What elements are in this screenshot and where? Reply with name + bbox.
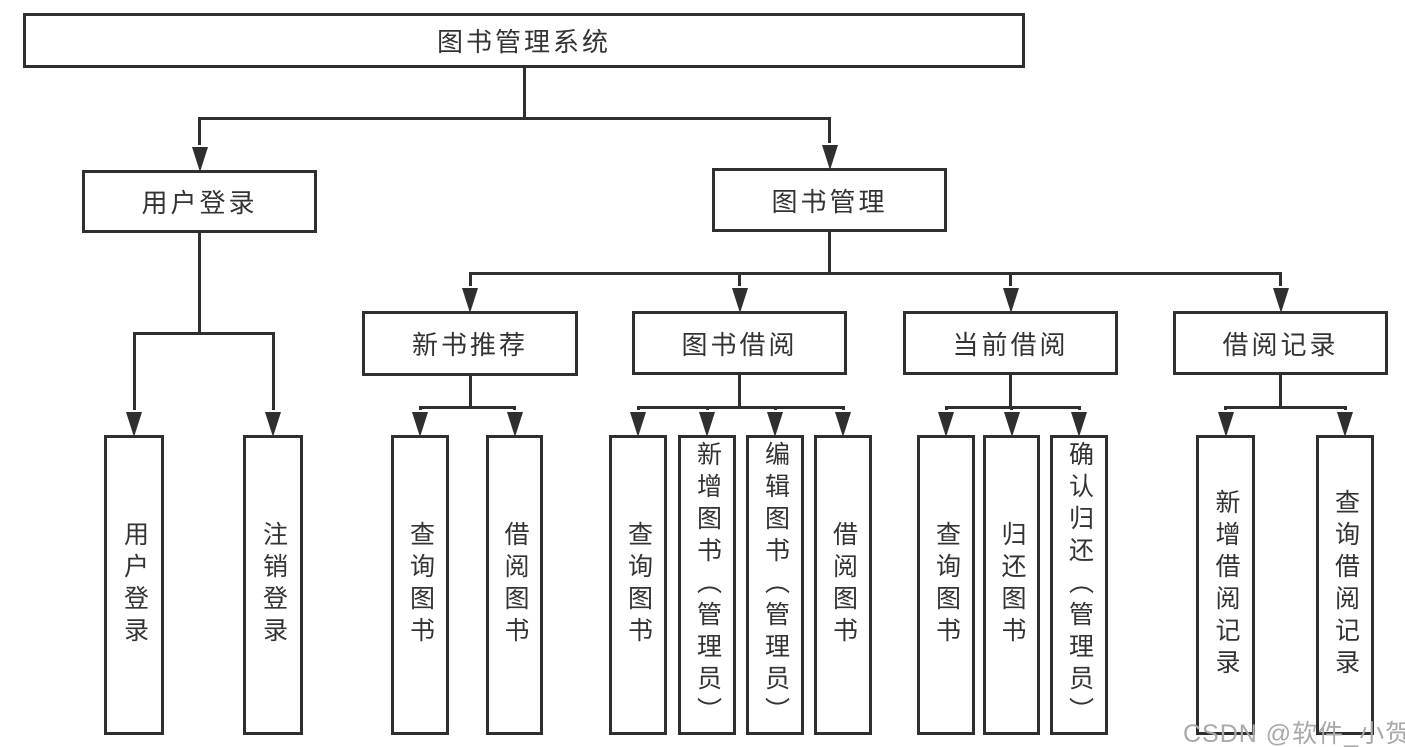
node-query-borrow-record: 查询借阅记录 [1316,435,1374,735]
connector-drop [418,407,422,410]
node-label: 图书借阅 [681,329,798,360]
node-edit-books: 编辑图书（管理员） [746,435,804,735]
arrowhead-down-icon [191,147,208,172]
node-login: 用户登录 [104,435,164,735]
connector-drop [944,407,948,410]
connector-drop [738,273,741,286]
node-borrow-books-2: 借阅图书 [814,435,872,735]
node-query-books-1: 查询图书 [391,435,449,735]
arrowhead-down-icon [731,288,748,313]
connector-drop [1077,407,1081,410]
connector-rail [636,405,845,409]
arrowhead-down-icon [835,412,851,437]
arrowhead-down-icon [1337,412,1353,437]
node-system: 图书管理系统 [23,13,1025,68]
connector-drop [271,333,275,410]
node-confirm-return: 确认归还（管理员） [1050,435,1108,735]
connector-stem [468,376,472,407]
connector-drop [1010,407,1013,410]
node-add-borrow-record: 新增借阅记录 [1196,435,1255,735]
node-label: 查询图书 [624,521,653,649]
connector-drop [705,407,709,410]
connector-drop [636,407,640,410]
arrowhead-down-icon [126,412,142,437]
node-label: 新增借阅记录 [1212,489,1240,681]
connector-drop [773,407,777,410]
connector-drop [468,273,472,286]
arrowhead-down-icon [938,412,954,437]
arrowhead-down-icon [821,145,838,170]
connector-rail [468,271,1282,275]
node-label: 归还图书 [998,521,1026,649]
node-label: 查询图书 [406,521,435,649]
node-user-login-group: 用户登录 [82,170,317,233]
node-label: 注销登录 [259,521,288,649]
node-label: 查询借阅记录 [1331,489,1360,681]
node-query-books-2: 查询图书 [609,435,667,735]
arrowhead-down-icon [1002,288,1019,313]
connector-drop [513,407,516,410]
connector-rail [1224,405,1347,409]
arrowhead-down-icon [1217,412,1234,437]
connector-stem [522,68,526,118]
node-label: 确认归还（管理员） [1065,441,1094,729]
connector-stem [1279,375,1282,407]
node-current-borrow: 当前借阅 [903,311,1118,375]
connector-drop [828,118,831,143]
arrowhead-down-icon [1272,288,1289,313]
connector-stem [738,375,741,407]
connector-drop [1279,273,1282,286]
arrowhead-down-icon [1071,412,1087,437]
node-label: 编辑图书（管理员） [761,441,790,729]
connector-stem [828,232,831,273]
node-label: 用户登录 [120,521,149,649]
node-add-books: 新增图书（管理员） [678,435,736,735]
node-return-books: 归还图书 [983,435,1040,735]
connector-rail [198,116,831,120]
arrowhead-down-icon [412,412,428,437]
node-label: 用户登录 [141,188,258,218]
connector-rail [132,331,275,335]
node-book-mgmt: 图书管理 [712,168,947,232]
node-label: 借阅记录 [1222,329,1339,360]
node-new-book-rec: 新书推荐 [362,311,578,376]
node-label: 查询图书 [932,521,961,649]
connector-drop [132,333,136,410]
arrowhead-down-icon [767,412,783,437]
connector-drop [1009,273,1012,286]
node-query-books-3: 查询图书 [917,435,975,735]
connector-drop [841,407,845,410]
connector-drop [1343,407,1347,410]
node-label: 当前借阅 [952,329,1069,360]
node-label: 新增图书（管理员） [693,441,722,729]
node-borrow-books-1: 借阅图书 [486,435,543,735]
node-logout: 注销登录 [243,435,303,735]
connector-rail [418,405,516,409]
node-label: 新书推荐 [411,330,528,360]
connector-stem [198,233,201,333]
connector-drop [1224,407,1227,410]
connector-drop [198,118,201,145]
arrowhead-down-icon [506,412,523,437]
node-label: 借阅图书 [501,521,529,649]
node-book-borrow: 图书借阅 [632,311,847,375]
node-label: 图书管理 [771,186,888,217]
node-label: 图书管理系统 [436,27,611,57]
connector-stem [1009,375,1012,407]
arrowhead-down-icon [462,288,478,313]
node-label: 借阅图书 [829,521,858,649]
arrowhead-down-icon [699,412,715,437]
arrowhead-down-icon [630,412,646,437]
node-borrow-record: 借阅记录 [1173,311,1388,375]
arrowhead-down-icon [1003,412,1020,437]
arrowhead-down-icon [265,412,281,437]
csdn-watermark: CSDN @软件_小贺同学 [1183,720,1405,747]
